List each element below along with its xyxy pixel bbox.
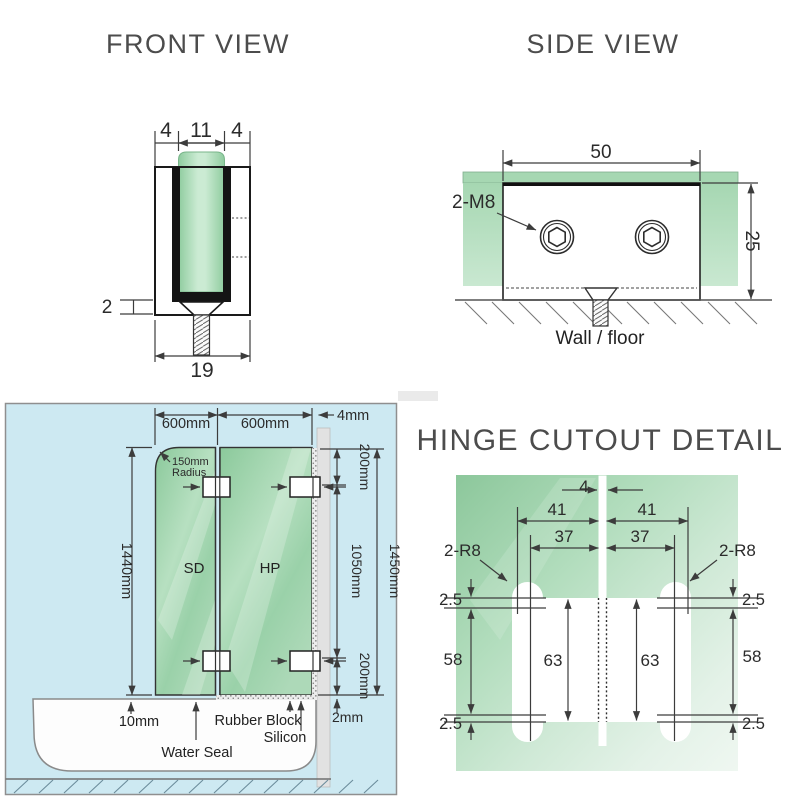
bathtub	[32, 698, 317, 772]
glass-streaks-hp	[225, 448, 311, 692]
hinge-center-top	[202, 476, 231, 498]
hex-bolt-right-icon	[634, 219, 670, 255]
dim-58-left: 58	[444, 650, 463, 669]
dim-panel2: 600mm	[241, 416, 289, 432]
dim-37-right: 37	[631, 527, 650, 546]
cutout-capsule-left	[512, 582, 543, 742]
side-glass-right	[700, 183, 738, 286]
rubber-block-strip	[216, 695, 317, 700]
dim-25-bl: 2.5	[439, 715, 462, 733]
side-glass-left	[463, 183, 503, 286]
hinge-detail-title: HINGE CUTOUT DETAIL	[417, 424, 784, 457]
dim-slot: 4	[579, 477, 588, 496]
radius-label-right: 2-R8	[719, 541, 756, 560]
front-glass	[178, 151, 225, 293]
dim-25-tr: 2.5	[742, 591, 765, 609]
front-dimension-lines	[120, 131, 251, 362]
dim-58-right: 58	[743, 647, 762, 666]
dim-41-right: 41	[638, 500, 657, 519]
hinge-center-bottom	[202, 650, 231, 672]
hinge-detail: HINGE CUTOUT DETAIL	[417, 424, 784, 771]
radius-note-2: Radius	[172, 467, 207, 479]
dim-bottom-offset: 200mm	[357, 653, 373, 700]
panel-gap-lines	[214, 447, 314, 695]
silicon-label: Silicon	[264, 730, 307, 746]
front-screw-neck	[177, 301, 226, 316]
seal-label: Water Seal	[161, 745, 232, 761]
gap-label: 10mm	[119, 714, 159, 730]
countersunk-screw-thread	[592, 299, 609, 327]
panel-label-hp: HP	[260, 560, 281, 577]
front-dim-top-mid: 11	[190, 119, 212, 142]
silicon-strip-vertical	[312, 448, 317, 695]
dim-height-right: 1450mm	[387, 544, 403, 598]
rubber-label: Rubber Block	[214, 713, 302, 729]
side-view-title: SIDE VIEW	[526, 29, 679, 59]
side-dimension-lines	[496, 150, 758, 300]
side-clamp-body	[502, 182, 701, 301]
dim-hinge-span: 1050mm	[349, 544, 365, 598]
side-glass-strip	[462, 171, 739, 184]
front-screw-thread	[192, 314, 211, 356]
scroll-artifact	[398, 391, 438, 401]
dim-panel1: 600mm	[162, 416, 210, 432]
dim-41-left: 41	[548, 500, 567, 519]
side-dim-width: 50	[590, 142, 611, 163]
wall-floor-label: Wall / floor	[555, 328, 645, 349]
cutout-capsule-right	[660, 582, 691, 742]
radius-note-1: 150mm	[172, 456, 209, 468]
ground-hatching	[464, 301, 758, 325]
screen-dimension-lines	[126, 408, 384, 740]
radius-label-left: 2-R8	[444, 541, 481, 560]
front-gasket	[172, 167, 231, 302]
center-slot-bottom	[598, 721, 607, 746]
side-dim-height: 25	[741, 230, 762, 251]
dim-63-right: 63	[641, 651, 660, 670]
hinge-dimension-lines	[444, 486, 758, 741]
hinge-wall-top	[289, 476, 321, 498]
front-view: FRONT VIEW	[102, 29, 290, 382]
front-view-title: FRONT VIEW	[106, 29, 290, 59]
front-dotted-lines	[232, 217, 249, 258]
side-view: SIDE VIEW	[452, 29, 772, 349]
panel-label-sd: SD	[184, 560, 205, 577]
front-dim-lip: 2	[102, 297, 113, 318]
dim-top-offset: 200mm	[357, 444, 373, 491]
dim-height-left: 1440mm	[118, 543, 134, 599]
dim-25-tl: 2.5	[439, 591, 462, 609]
dim-bottom-gap: 2mm	[332, 709, 363, 725]
dim-63-left: 63	[544, 651, 563, 670]
front-dim-top-right: 4	[231, 119, 243, 142]
hex-bolt-left-icon	[539, 219, 575, 255]
floor-hatching	[13, 779, 379, 794]
slot-dashed-lines	[597, 598, 608, 722]
hinge-wall-bottom	[289, 650, 321, 672]
dim-37-left: 37	[555, 527, 574, 546]
dim-25-br: 2.5	[742, 715, 765, 733]
front-dim-top-left: 4	[160, 119, 172, 142]
front-dim-width: 19	[190, 359, 213, 382]
dim-gap: 4mm	[337, 408, 369, 424]
center-slot-top	[598, 475, 607, 599]
screen-view: 600mm 600mm 4mm 150mm Radius SD HP 1440m…	[4, 402, 403, 796]
side-bolt-label: 2-M8	[452, 192, 495, 213]
